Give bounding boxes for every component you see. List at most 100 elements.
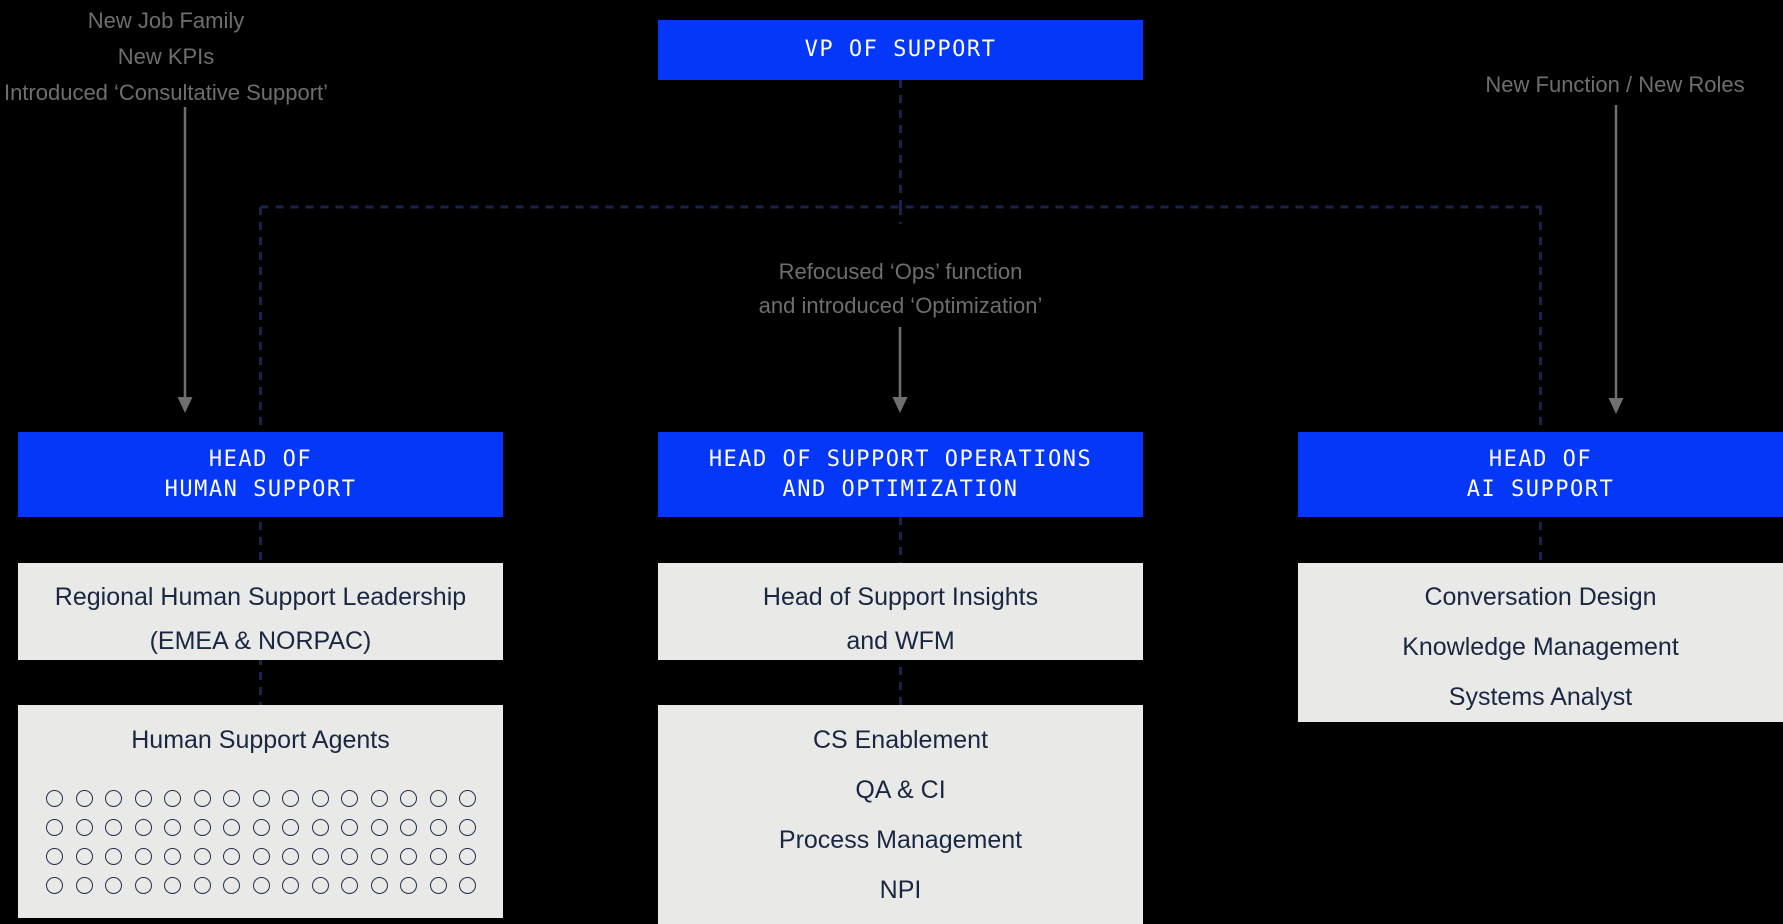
agent-circle-icon	[164, 790, 181, 807]
agent-circle-icon	[75, 819, 93, 836]
head-title-line: HEAD OF	[1488, 446, 1593, 472]
annotation-arrows	[177, 105, 1624, 414]
agent-circle-icon	[311, 819, 329, 836]
head-of-ai-support-box: HEAD OF AI SUPPORT	[1298, 432, 1783, 517]
agent-circle-icon	[282, 877, 299, 894]
agent-circle-icon	[134, 819, 152, 836]
agent-circle-icon	[46, 848, 63, 865]
annotation-line: New KPIs	[117, 44, 215, 69]
agent-circle-icon	[164, 877, 181, 894]
ops-teams-card: CS Enablement QA & CI Process Management…	[658, 705, 1143, 924]
agent-circle-icon	[429, 819, 447, 836]
card-line: Regional Human Support Leadership	[54, 583, 467, 611]
agent-circle-icon	[193, 790, 211, 807]
vp-of-support-box: VP OF SUPPORT	[658, 20, 1143, 80]
agent-circle-icon	[223, 819, 240, 836]
agent-circle-icon	[46, 819, 63, 836]
annotation-right: New Function / New Roles	[1445, 67, 1783, 103]
annotation-middle: Refocused ‘Ops’ function and introduced …	[700, 255, 1101, 323]
support-insights-wfm-card: Head of Support Insights and WFM	[658, 563, 1143, 660]
agent-circle-icon	[459, 790, 476, 807]
agent-circle-icon	[75, 877, 93, 894]
agent-circle-icon	[370, 877, 388, 894]
agent-circle-icon	[429, 877, 447, 894]
agent-circle-icon	[370, 819, 388, 836]
agent-circle-icon	[223, 877, 240, 894]
agent-circle-icon	[134, 848, 152, 865]
agent-circle-icon	[341, 848, 358, 865]
agent-circle-icon	[459, 819, 476, 836]
agent-circle-icon	[459, 848, 476, 865]
agents-grid	[46, 790, 476, 894]
agent-circle-icon	[134, 877, 152, 894]
agent-circle-icon	[400, 790, 417, 807]
right-arrow-head-icon	[1608, 398, 1624, 414]
card-line: QA & CI	[855, 776, 946, 804]
card-line: NPI	[879, 876, 922, 904]
agent-circle-icon	[193, 877, 211, 894]
agent-circle-icon	[400, 819, 417, 836]
agent-circle-icon	[370, 790, 388, 807]
agent-circle-icon	[105, 877, 122, 894]
middle-arrow-head-icon	[892, 397, 908, 413]
agent-circle-icon	[46, 790, 63, 807]
agent-circle-icon	[75, 848, 93, 865]
agent-circle-icon	[429, 848, 447, 865]
agent-circle-icon	[134, 790, 152, 807]
head-title-line: HEAD OF SUPPORT OPERATIONS	[708, 446, 1093, 472]
annotation-line: and introduced ‘Optimization’	[758, 293, 1043, 318]
agent-circle-icon	[311, 790, 329, 807]
agent-circle-icon	[282, 790, 299, 807]
agent-circle-icon	[105, 848, 122, 865]
card-line: (EMEA & NORPAC)	[149, 627, 372, 655]
vp-of-support-title: VP OF SUPPORT	[804, 37, 997, 62]
head-of-human-support-box: HEAD OF HUMAN SUPPORT	[18, 432, 503, 517]
agent-circle-icon	[75, 790, 93, 807]
card-line: Process Management	[778, 826, 1023, 854]
annotation-line: New Function / New Roles	[1485, 72, 1745, 97]
head-title-line: HEAD OF	[208, 446, 313, 472]
agents-card-title: Human Support Agents	[131, 726, 390, 754]
agent-circle-icon	[311, 877, 329, 894]
annotation-left: New Job Family New KPIs Introduced ‘Cons…	[0, 3, 332, 111]
ai-support-teams-card: Conversation Design Knowledge Management…	[1298, 563, 1783, 722]
card-line: Knowledge Management	[1402, 633, 1679, 661]
agent-circle-icon	[311, 848, 329, 865]
agent-circle-icon	[429, 790, 447, 807]
agent-circle-icon	[282, 848, 299, 865]
human-support-agents-card: Human Support Agents	[18, 705, 503, 918]
annotation-line: Refocused ‘Ops’ function	[778, 259, 1023, 284]
agent-circle-icon	[46, 877, 63, 894]
agent-circle-icon	[400, 877, 417, 894]
card-line: Systems Analyst	[1448, 683, 1633, 711]
agent-circle-icon	[341, 819, 358, 836]
agent-circle-icon	[164, 848, 181, 865]
agent-circle-icon	[341, 790, 358, 807]
agent-circle-icon	[193, 848, 211, 865]
left-arrow-head-icon	[177, 397, 193, 413]
regional-leadership-card: Regional Human Support Leadership (EMEA …	[18, 563, 503, 660]
card-line: Conversation Design	[1424, 583, 1657, 611]
annotation-line: Introduced ‘Consultative Support’	[3, 80, 329, 105]
agent-circle-icon	[252, 819, 270, 836]
head-title-line: HUMAN SUPPORT	[164, 476, 357, 502]
card-line: Head of Support Insights	[762, 583, 1039, 611]
head-title-line: AND OPTIMIZATION	[782, 476, 1019, 502]
annotation-line: New Job Family	[87, 8, 245, 33]
agent-circle-icon	[370, 848, 388, 865]
agent-circle-icon	[105, 790, 122, 807]
head-title-line: AI SUPPORT	[1466, 476, 1615, 502]
agent-circle-icon	[252, 790, 270, 807]
head-of-support-operations-box: HEAD OF SUPPORT OPERATIONS AND OPTIMIZAT…	[658, 432, 1143, 517]
card-line: and WFM	[846, 627, 955, 655]
agent-circle-icon	[341, 877, 358, 894]
agent-circle-icon	[223, 848, 240, 865]
agent-circle-icon	[252, 877, 270, 894]
agent-circle-icon	[282, 819, 299, 836]
agent-circle-icon	[193, 819, 211, 836]
agent-circle-icon	[164, 819, 181, 836]
agent-circle-icon	[459, 877, 476, 894]
card-line: CS Enablement	[812, 726, 989, 754]
agent-circle-icon	[105, 819, 122, 836]
